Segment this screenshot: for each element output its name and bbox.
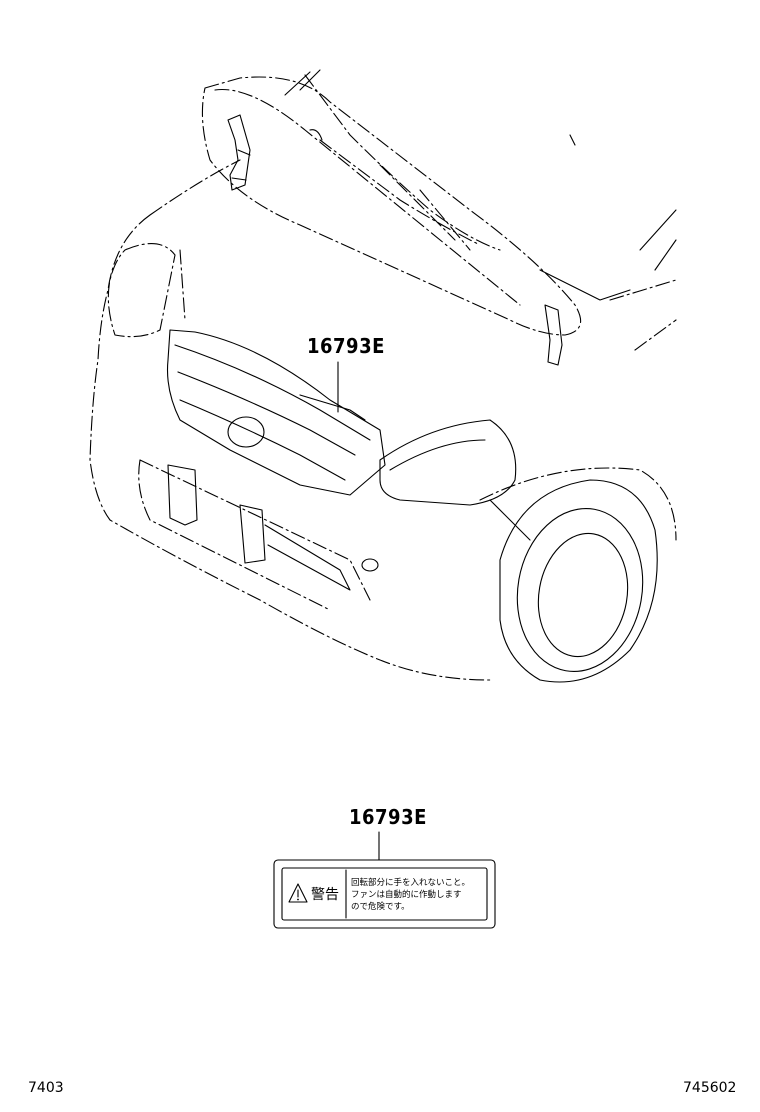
vehicle-illustration [89, 69, 677, 683]
footer-right-code: 745602 [683, 1080, 736, 1096]
caution-triangle-icon [288, 883, 308, 903]
warning-label-line-1: 回転部分に手を入れないこと。 [351, 877, 470, 888]
headlight-right [379, 419, 517, 506]
warning-label: 警告 回転部分に手を入れないこと。 ファンは自動的に作動します ので危険です。 [273, 859, 496, 929]
warning-label-title: 警告 [311, 887, 339, 903]
hood-hinge-left [227, 114, 251, 191]
warning-label-line-3: ので危険です。 [351, 901, 410, 912]
front-body [89, 159, 491, 681]
warning-label-line-2: ファンは自動的に作動します [351, 889, 462, 900]
front-wheel [499, 479, 658, 683]
vehicle-part-callout: 16793E [307, 334, 385, 358]
hood-hinge-right [544, 304, 563, 366]
hood-panel [201, 76, 582, 336]
front-bumper [138, 459, 371, 611]
footer-left-code: 7403 [28, 1080, 64, 1096]
front-grille [166, 329, 386, 496]
label-part-callout: 16793E [349, 805, 427, 829]
